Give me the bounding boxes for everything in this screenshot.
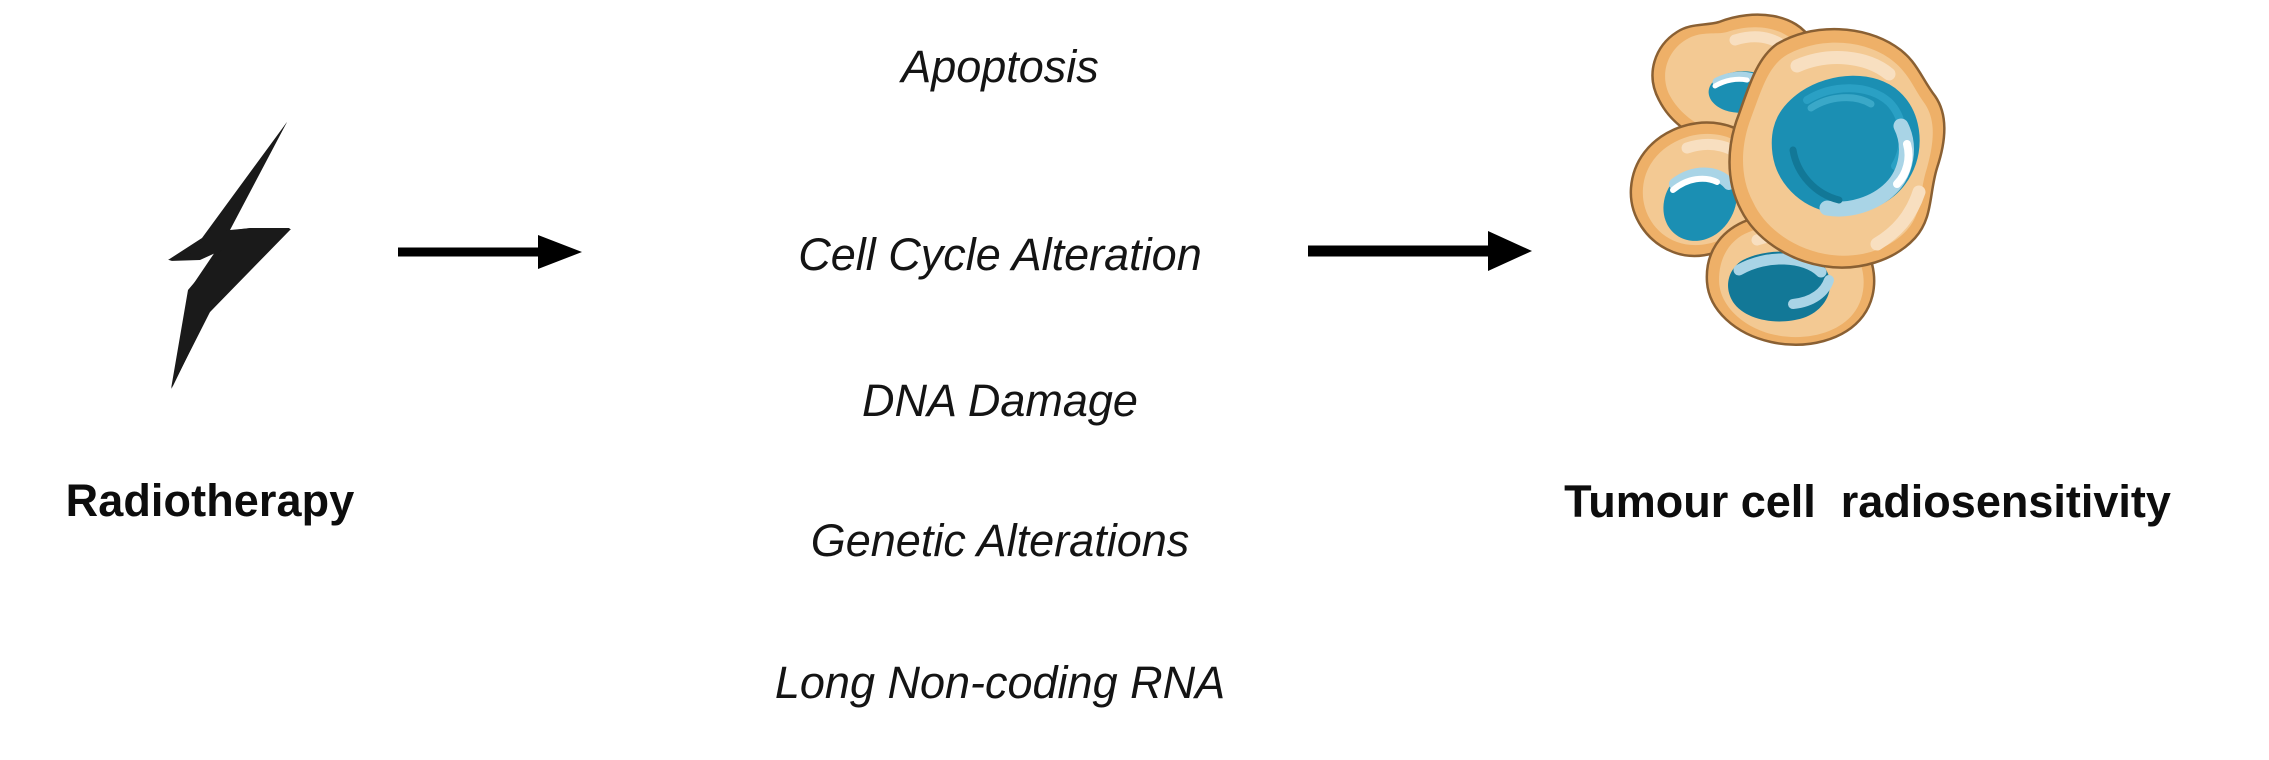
mechanism-item-cell-cycle-alteration: Cell Cycle Alteration	[798, 229, 1202, 280]
radiotherapy-group: Radiotherapy	[0, 0, 460, 600]
tumour-group: Tumour cell radiosensitivity	[1480, 0, 2269, 600]
radiotherapy-label: Radiotherapy	[65, 475, 355, 526]
tumour-cell-main	[1728, 28, 1946, 269]
mechanism-item-dna-damage: DNA Damage	[862, 375, 1138, 426]
mechanism-list: Apoptosis Cell Cycle Alteration DNA Dama…	[600, 0, 1400, 760]
arrow-mechanisms-to-tumour	[1308, 231, 1532, 271]
mechanism-item-apoptosis: Apoptosis	[901, 41, 1099, 92]
arrow-radiotherapy-to-mechanisms	[398, 235, 582, 269]
tumour-cell-cluster-icon	[1629, 13, 1946, 346]
tumour-cell-radiosensitivity-label: Tumour cell radiosensitivity	[1564, 476, 2171, 527]
lightning-bolt-icon	[168, 122, 291, 389]
mechanism-item-long-non-coding-rna: Long Non-coding RNA	[774, 657, 1226, 708]
mechanism-item-genetic-alterations: Genetic Alterations	[810, 515, 1190, 566]
